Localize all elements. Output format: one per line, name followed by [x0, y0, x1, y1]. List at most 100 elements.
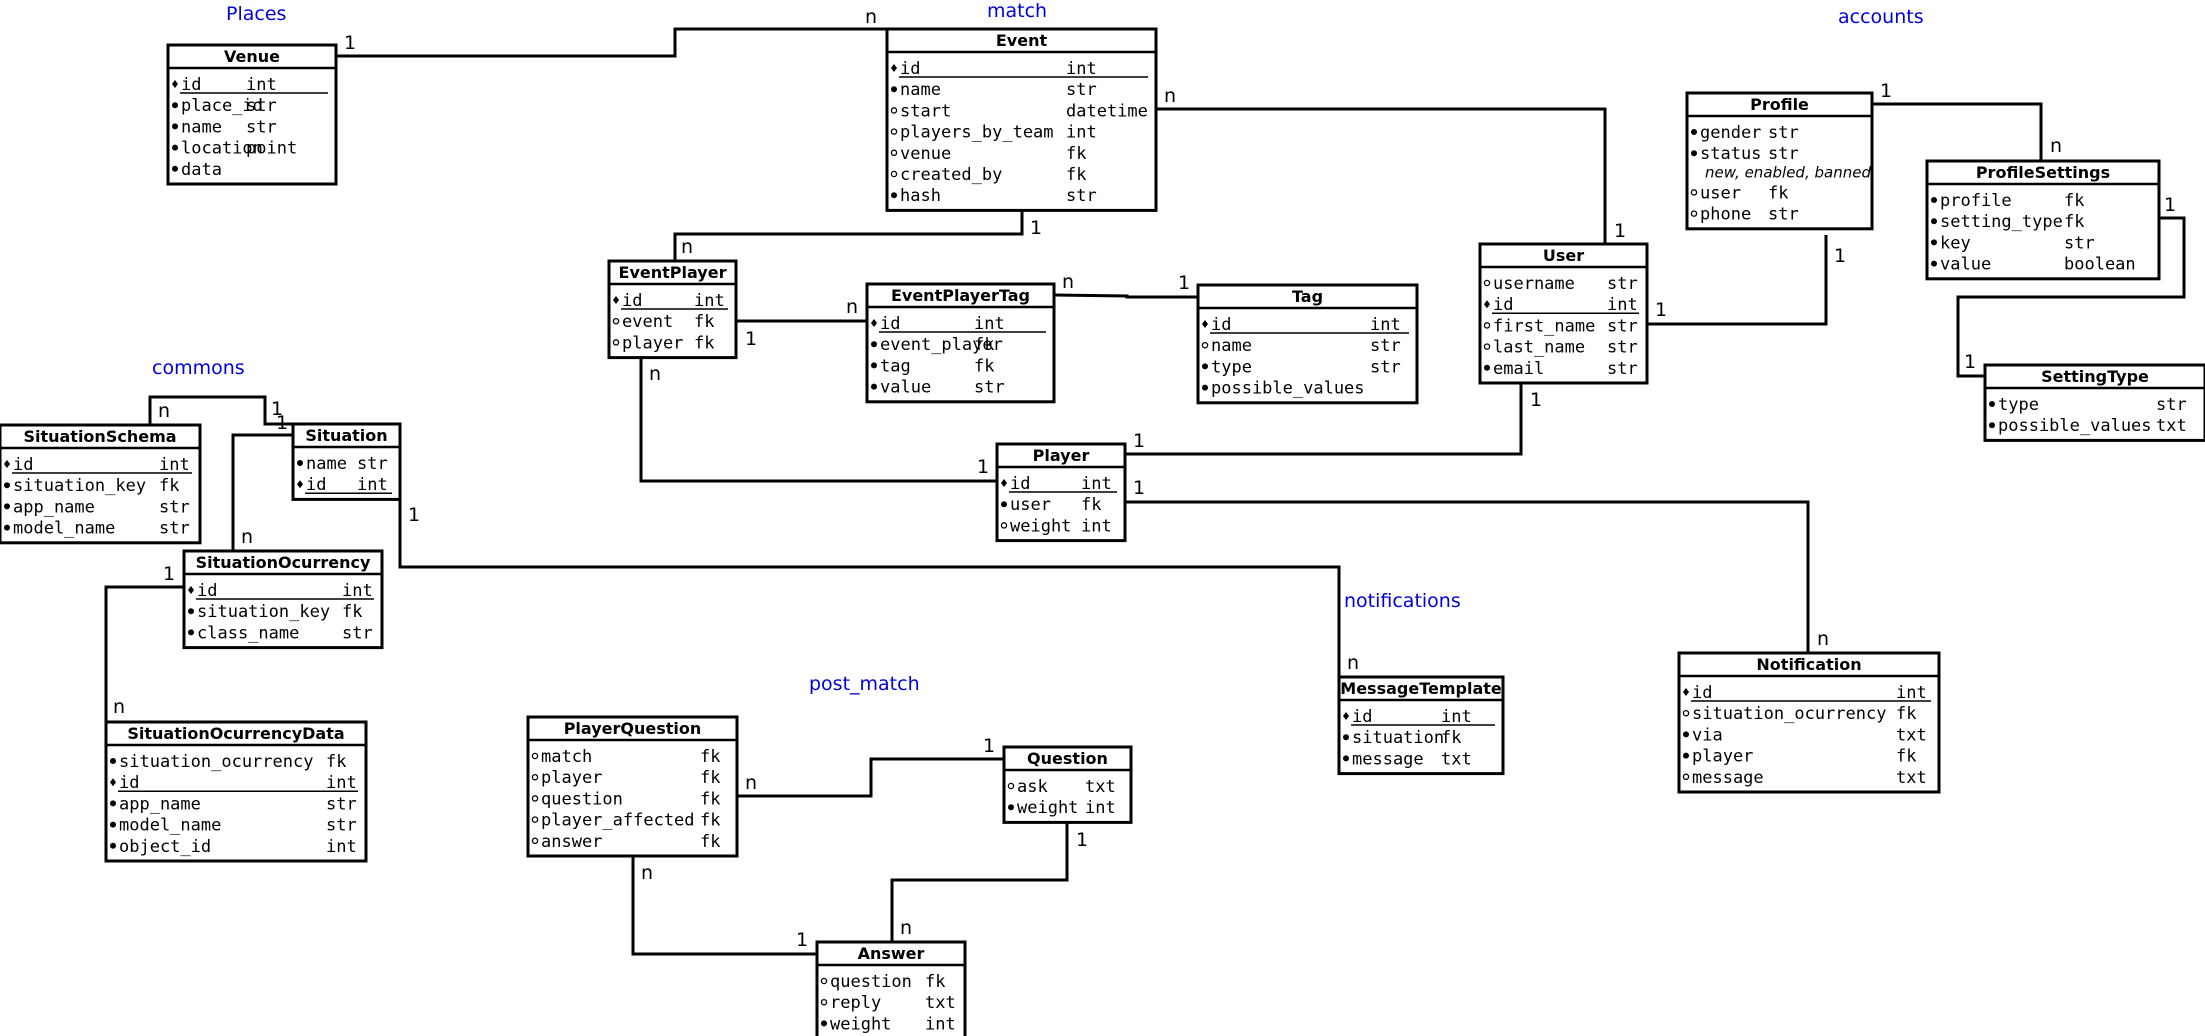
field-type: point [246, 139, 297, 159]
cardinality-event-eventplayer-b: n [681, 236, 693, 258]
relation-line-eventplayertag-tag [1053, 293, 1198, 299]
field-name-class-name: class_name [197, 623, 299, 643]
cardinality-profilesettings-settingtype-b: 1 [1964, 351, 1976, 373]
relation-line-playerquestion-question [737, 757, 1004, 798]
field-type: datetime [1066, 101, 1148, 121]
field-type: int [357, 475, 388, 495]
field-type: str [1607, 338, 1638, 358]
cardinality-eventplayertag-tag-a: n [1062, 271, 1074, 293]
field-note: new, enabled, banned [1705, 163, 1871, 181]
relation-line-situation-messagetemplate [398, 494, 1341, 677]
field-name-email: email [1493, 359, 1544, 379]
field-type: txt [1896, 725, 1927, 745]
field-name-possible-values: possible_values [1211, 379, 1365, 399]
field-type: txt [1896, 768, 1927, 788]
field-type: str [2156, 395, 2187, 415]
field-name-situation-key: situation_key [197, 602, 330, 622]
primary-key-icon [1343, 712, 1349, 720]
field-type: fk [974, 356, 994, 376]
field-type: str [159, 519, 190, 539]
field-name-object-id: object_id [119, 837, 211, 857]
field-type: txt [2156, 416, 2187, 436]
cardinality-playerquestion-question-b: 1 [983, 735, 995, 757]
primary-key-icon [172, 80, 178, 88]
field-name-id: id [197, 581, 217, 601]
field-type: fk [1081, 495, 1101, 515]
field-type: int [1085, 798, 1116, 818]
entity-title-event: Event [996, 31, 1048, 50]
required-field-icon [4, 482, 10, 489]
entity-box-situation-schema [0, 423, 202, 545]
field-name-match: match [541, 747, 592, 767]
field-name-setting-type: setting_type [1940, 212, 2063, 232]
required-field-icon [110, 758, 116, 764]
field-name-player: player [622, 333, 683, 353]
relation-line-question-answer [890, 819, 1069, 942]
field-name-model-name: model_name [119, 816, 221, 836]
cardinality-situationschema-situation-a: n [158, 400, 170, 422]
field-type: fk [1066, 165, 1086, 185]
relation-line-playerquestion-answer [631, 852, 817, 956]
required-field-icon [1202, 384, 1208, 391]
optional-field-icon [531, 795, 539, 802]
primary-key-icon [1484, 300, 1490, 309]
entity-title-tag: Tag [1292, 287, 1323, 306]
field-type: str [1607, 316, 1638, 336]
relation-line-user-profile [1647, 235, 1828, 326]
field-name-event: event [622, 312, 673, 332]
entity-box-question [1002, 745, 1133, 824]
optional-field-icon [820, 977, 828, 985]
field-type: txt [1085, 777, 1116, 797]
field-name-situation-key: situation_key [13, 476, 146, 496]
field-name-model-name: model_name [13, 519, 115, 539]
relation-line-profilesettings-settingtype [1956, 216, 2186, 378]
field-type: fk [925, 972, 945, 992]
field-type: int [925, 1014, 956, 1034]
cardinality-situationocurrency-data-b: n [113, 696, 125, 718]
primary-key-icon [4, 460, 10, 468]
field-type: int [159, 455, 190, 475]
optional-field-icon [1690, 210, 1698, 217]
entity-box-event-player-tag [865, 282, 1056, 404]
cardinality-question-answer-b: n [900, 917, 912, 939]
field-name-possible-values: possible_values [1998, 416, 2152, 436]
required-field-icon [172, 165, 178, 172]
cardinality-situation-messagetemplate-a: 1 [408, 504, 420, 526]
field-type: int [1607, 295, 1638, 315]
field-name-app-name: app_name [13, 497, 95, 517]
cardinality-situation-situationocurrency-a: 1 [276, 412, 288, 434]
entity-title-player: Player [1033, 446, 1090, 465]
required-field-icon [172, 144, 178, 151]
entity-box-tag [1196, 283, 1419, 405]
field-type: str [357, 454, 388, 474]
required-field-icon [1683, 731, 1689, 738]
field-type: str [974, 378, 1005, 398]
field-type: fk [700, 747, 720, 767]
required-field-icon [1691, 129, 1697, 135]
field-name-weight: weight [1017, 798, 1078, 818]
cardinality-profile-profilesettings-a: 1 [1880, 80, 1892, 102]
field-type: int [342, 581, 373, 601]
required-field-icon [110, 842, 116, 849]
field-name-via: via [1692, 725, 1723, 745]
optional-field-icon [890, 149, 898, 157]
primary-key-icon [871, 319, 877, 327]
required-field-icon [871, 341, 877, 348]
field-type: fk [342, 602, 362, 622]
field-name-hash: hash [900, 186, 941, 206]
field-name-id: id [622, 291, 642, 311]
optional-field-icon [890, 170, 898, 178]
field-type: fk [694, 333, 714, 353]
field-type: str [1768, 123, 1799, 143]
required-field-icon [110, 821, 116, 828]
field-name-question: question [830, 972, 912, 992]
relation-line-eventplayer-player [639, 353, 997, 483]
optional-field-icon [1682, 709, 1690, 717]
entity-title-profile: Profile [1750, 95, 1809, 114]
field-name-answer: answer [541, 832, 602, 852]
